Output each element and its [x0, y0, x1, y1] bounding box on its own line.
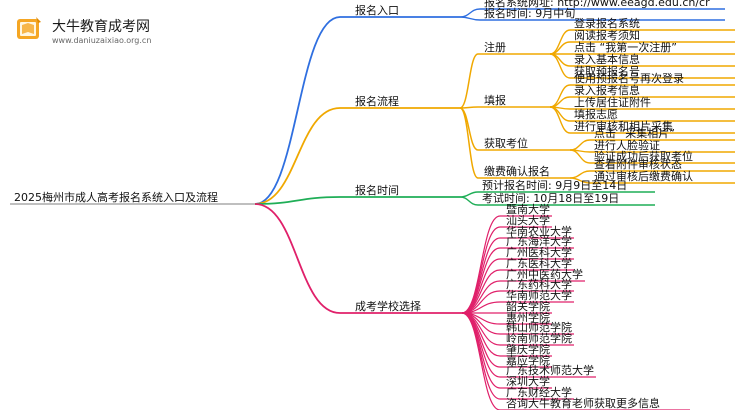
school-item: 广东药科大学	[506, 278, 572, 291]
process-payment-child-connector	[569, 170, 591, 179]
entry-child-connector	[459, 8, 481, 18]
process-payment-label: 缴费确认报名	[484, 165, 550, 178]
school-item: 惠州学院	[506, 311, 550, 324]
school-connector	[461, 312, 501, 378]
branch-time-label: 报名时间	[355, 184, 399, 197]
school-item: 嘉应学院	[506, 354, 550, 367]
logo-title: 大牛教育成考网	[52, 19, 150, 35]
process-exam_no-child: 进行人脸验证	[594, 139, 660, 152]
branch-process-label: 报名流程	[355, 95, 399, 108]
school-item: 咨询大牛教育老师获取更多信息	[506, 397, 660, 410]
process-register-child: 录入基本信息	[574, 53, 640, 66]
process-payment-child: 查看附件审核状态	[594, 158, 682, 171]
root-node: 2025梅州市成人高考报名系统入口及流程	[14, 191, 218, 204]
process-exam_no-child-connector	[569, 139, 591, 151]
school-item: 韶关学院	[506, 300, 550, 313]
process-fill-child-connector	[549, 106, 571, 134]
time-child-connector	[459, 191, 479, 198]
process-register-child: 登录报名系统	[574, 17, 640, 30]
process-register-child: 阅读报考须知	[574, 29, 640, 42]
branch-entry-label: 报名入口	[355, 4, 399, 17]
process-exam_no-child: 验证成功后获取考位	[594, 150, 693, 163]
process-register-child: 点击 “我第一次注册”	[574, 41, 677, 54]
logo-url: www.daniuzaixiao.org.cn	[52, 36, 152, 45]
school-item: 广东海洋大学	[506, 235, 572, 248]
logo[interactable]: 大牛教育成考网 www.daniuzaixiao.org.cn	[14, 10, 164, 50]
time-child-connector	[459, 196, 479, 206]
process-fill-child: 使用预报名号再次登录	[574, 72, 684, 85]
process-register-connector	[459, 53, 479, 109]
school-item: 广州医科大学	[506, 246, 572, 259]
process-register-label: 注册	[484, 41, 506, 54]
process-register-child: 获取预报名号	[574, 65, 640, 78]
process-fill-child: 上传居住证附件	[574, 96, 651, 109]
school-item: 韩山师范学院	[506, 321, 572, 334]
time-child: 考试时间: 10月18日至19日	[482, 192, 620, 205]
school-item: 广州中医药大学	[506, 268, 583, 281]
entry-child-connector	[459, 16, 481, 21]
school-item: 广东财经大学	[506, 386, 572, 399]
school-item: 广东医科大学	[506, 257, 572, 270]
process-payment-child: 通过审核后缴费确认	[594, 170, 693, 183]
process-payment-child-connector	[569, 177, 591, 184]
process-fill-child-connector	[549, 84, 571, 108]
school-item: 岭南师范学院	[506, 332, 572, 345]
school-item: 广东技术师范大学	[506, 364, 594, 377]
process-fill-label: 填报	[484, 94, 506, 107]
time-child: 预计报名时间: 9月9日至14日	[482, 179, 628, 192]
process-exam_no-child-connector	[569, 149, 591, 164]
process-register-child-connector	[549, 53, 571, 67]
branch-entry-connector	[254, 16, 341, 205]
school-item: 深圳大学	[506, 375, 550, 388]
school-item: 肇庆学院	[506, 343, 550, 356]
branch-schools-label: 成考学校选择	[355, 300, 421, 313]
process-fill-child: 进行审核和相片采集	[574, 120, 673, 133]
school-connector	[461, 247, 501, 314]
logo-book-icon	[17, 17, 41, 39]
process-register-child-connector	[549, 41, 571, 55]
entry-child: 报名系统网址: http://www.eeagd.edu.cn/cr	[484, 0, 710, 9]
process-fill-child: 录入报考信息	[574, 84, 640, 97]
school-connector	[461, 312, 501, 410]
branch-time-connector	[254, 196, 341, 205]
process-fill-child: 填报志愿	[574, 108, 618, 121]
school-item: 华南师范大学	[506, 289, 572, 302]
process-exam_no-child: 点击 “采集相片”	[594, 127, 675, 140]
school-item: 暨南大学	[506, 203, 550, 216]
school-item: 汕头大学	[506, 214, 550, 227]
process-exam_no-label: 获取考位	[484, 137, 528, 150]
branch-schools-connector	[254, 203, 341, 314]
process-register-child-connector	[549, 53, 571, 79]
branch-process-connector	[254, 107, 341, 205]
school-item: 华南农业大学	[506, 225, 572, 238]
process-payment-connector	[459, 107, 479, 179]
entry-child: 报名时间: 9月中旬	[484, 7, 576, 20]
